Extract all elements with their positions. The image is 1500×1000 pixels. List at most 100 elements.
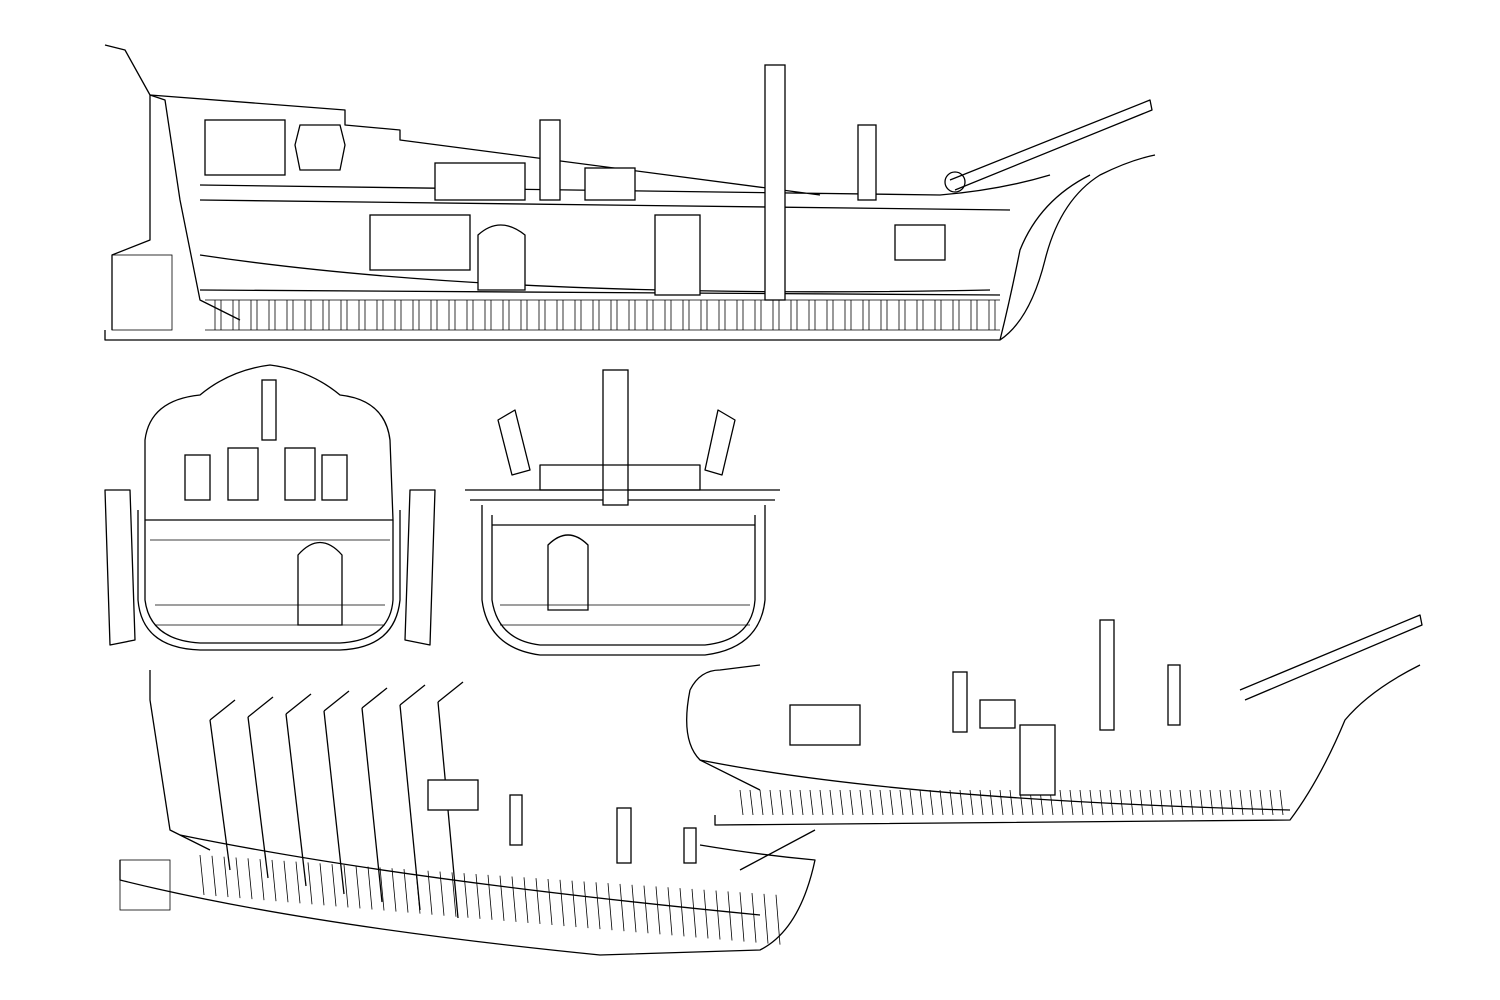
side-hull-outline (104, 154, 1156, 341)
hull-frame (403, 869, 409, 913)
hull-frame (909, 789, 914, 816)
hull-frame (919, 789, 924, 816)
hull-frame (259, 859, 265, 901)
hull-frame (271, 859, 277, 902)
side-stern-outline (104, 44, 241, 330)
hull-frame (749, 789, 754, 816)
deck-beam-rib (209, 719, 231, 871)
hull-frame (1249, 789, 1254, 816)
hull-frame (763, 893, 769, 944)
persp2-frames (739, 789, 1284, 816)
hull-frame (779, 789, 784, 816)
hull-frame (547, 878, 553, 926)
hull-frame (463, 873, 469, 918)
persp2-ladder (1019, 724, 1056, 796)
perspective-bow-cutaway-view (686, 614, 1423, 826)
hull-frame (355, 865, 361, 909)
hull-frame (631, 884, 637, 933)
hull-frame (439, 871, 445, 916)
hull-frame (819, 789, 824, 816)
deck-beam-rib (323, 690, 350, 712)
rudder (111, 254, 173, 331)
deck-beam-rib (323, 710, 345, 895)
hull-frame (969, 789, 974, 816)
hull-frame (1269, 789, 1274, 816)
deck-beam-rib (247, 716, 269, 879)
hull-frame (829, 789, 834, 816)
hull-frame (691, 888, 697, 938)
persp2-cabin-windows (789, 704, 861, 746)
hull-frame (331, 864, 337, 907)
side-keel-lines (205, 299, 1000, 331)
quarter-gallery-window (294, 124, 346, 171)
persp1-ribs (209, 681, 464, 919)
hull-frame (1059, 789, 1064, 816)
persp2-mast-main (1099, 619, 1115, 731)
hull-frame (667, 887, 673, 936)
hull-frame (451, 872, 457, 917)
persp1-stern (149, 670, 211, 851)
hull-frame (643, 885, 649, 934)
skylight-aft (434, 162, 526, 201)
persp1-hull (119, 834, 816, 956)
hull-frame (559, 879, 565, 927)
companion-ladder (654, 214, 701, 296)
hull-frame (235, 857, 241, 899)
hull-frame (475, 873, 481, 919)
persp1-mast-3 (683, 827, 697, 864)
deck-beam-rib (361, 707, 383, 903)
hull-frame (1229, 789, 1234, 816)
midship-hold-lines (500, 604, 750, 626)
hull-frame (1069, 789, 1074, 816)
hull-frame (889, 789, 894, 816)
hull-frame (759, 789, 764, 816)
hull-frame (703, 889, 709, 939)
midship-section-view (465, 369, 780, 656)
hull-frame (727, 891, 733, 941)
persp2-mast-fore (1167, 664, 1181, 726)
deck-beam-rib (399, 684, 426, 706)
hull-frame (307, 862, 313, 905)
persp2-bowsprit (1239, 614, 1423, 701)
stern-hull (137, 510, 401, 651)
deck-beam-rib (285, 693, 312, 715)
hull-frame (607, 883, 613, 931)
persp1-skylight (427, 779, 479, 811)
hull-frame (859, 789, 864, 816)
hull-frame (343, 864, 349, 908)
hull-frame (619, 883, 625, 932)
hull-frame (319, 863, 325, 906)
hull-frame (739, 789, 744, 816)
hull-frame (535, 878, 541, 925)
forecastle-window (894, 224, 946, 261)
deck-beam-rib (285, 713, 307, 887)
stern-section-view (104, 364, 436, 651)
hull-frame (929, 789, 934, 816)
hull-frame (1009, 789, 1014, 816)
persp2-skylight (979, 699, 1016, 729)
persp1-bowsprit (739, 829, 816, 871)
hull-frame (1239, 789, 1244, 816)
stern-window-1 (184, 454, 211, 501)
side-deck-lines (149, 94, 1051, 296)
hull-frame (379, 867, 385, 911)
deck-beam-rib (247, 696, 274, 718)
hull-frame (1079, 789, 1084, 816)
hull-frame (1099, 789, 1104, 816)
hull-frame (427, 870, 433, 915)
persp1-frames (199, 854, 781, 945)
hull-frame (899, 789, 904, 816)
cabin-bulkhead-panel (369, 214, 471, 271)
hull-frame (849, 789, 854, 816)
hull-frame (1159, 789, 1164, 816)
stern-deck-lines (150, 539, 390, 626)
hull-frame (1179, 789, 1184, 816)
hull-frame (799, 789, 804, 816)
hull-frame (1129, 789, 1134, 816)
hull-frame (1259, 789, 1264, 816)
midship-bulwark (539, 464, 701, 491)
stern-window-4 (321, 454, 348, 501)
hull-frame (595, 882, 601, 930)
hull-frame (415, 869, 421, 914)
hull-frame (655, 886, 661, 935)
